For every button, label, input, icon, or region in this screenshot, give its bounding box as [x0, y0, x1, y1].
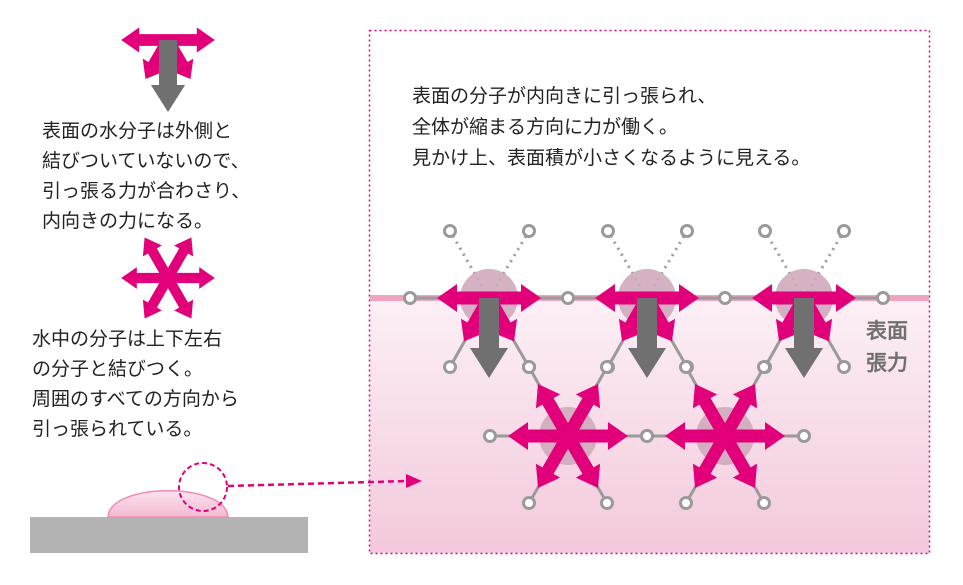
bond-node [600, 496, 614, 510]
bond-node [680, 224, 694, 238]
force-arrow-left [752, 284, 804, 312]
broken-bond-dotted [448, 230, 491, 299]
bond-node [640, 429, 654, 443]
force-arrows [121, 27, 856, 488]
force-arrow [562, 384, 601, 440]
force-arrow-right [804, 284, 856, 312]
bond-node [679, 496, 693, 510]
bond-node [522, 360, 536, 374]
zoom-pointer-arrowhead [406, 474, 422, 488]
force-arrow [719, 384, 758, 440]
surface-caption-line-3: 引っ張る力が合わさり、 [42, 180, 250, 202]
force-arrow [121, 267, 168, 289]
force-arrow [508, 422, 568, 450]
surface-caption-line-2: 結びついていないので、 [42, 150, 250, 172]
force-arrow [535, 384, 574, 440]
right-caption-line-2: 全体が縮まる方向に力が働く。 [412, 116, 678, 138]
bond-node [522, 224, 536, 238]
bond-node [876, 291, 890, 305]
water-droplet [107, 490, 229, 518]
bond-node [600, 360, 614, 374]
zoom-panel-border [368, 29, 931, 555]
force-arrow [719, 432, 758, 488]
surface-tension-label-1: 表面 [866, 319, 908, 343]
right-caption-line-1: 表面の分子が内向きに引っ張られ、 [412, 85, 716, 107]
bond-nodes [403, 224, 890, 510]
force-arrow [163, 237, 194, 281]
force-arrow-left [121, 27, 168, 53]
force-arrow-right [489, 284, 541, 312]
bond-node [522, 496, 536, 510]
bulk-caption-line-1: 水中の分子は上下左右 [32, 328, 222, 350]
force-arrow [692, 432, 731, 488]
bond-node [679, 360, 693, 374]
surface-caption-line-1: 表面の水分子は外側と [42, 120, 232, 142]
force-arrow-right [168, 27, 215, 53]
force-arrow [142, 275, 173, 319]
force-arrow-left [437, 284, 489, 312]
bond-node [483, 429, 497, 443]
bulk-caption-line-2: の分子と結びつく。 [32, 358, 203, 380]
force-arrow [168, 267, 215, 289]
broken-bond-dotted [763, 230, 806, 299]
bond-node [718, 291, 732, 305]
surface-tension-label-2: 張力 [866, 351, 908, 375]
force-arrow [692, 384, 731, 440]
bond-node [403, 291, 417, 305]
bond-node [601, 224, 615, 238]
bond-node [797, 429, 811, 443]
force-arrow [163, 275, 194, 319]
bond-node [561, 291, 575, 305]
bond-node [837, 360, 851, 374]
right-caption-line-3: 見かけ上、表面積が小さくなるように見える。 [412, 147, 810, 169]
bond-node [443, 360, 457, 374]
force-arrow [725, 422, 785, 450]
force-arrow [665, 422, 725, 450]
substrate-plate [30, 517, 308, 553]
force-arrow-left [595, 284, 647, 312]
bond-node [757, 496, 771, 510]
inward-force-arrow [150, 40, 186, 112]
zoom-pointer-line [227, 479, 409, 488]
force-arrow [562, 432, 601, 488]
surface-caption-line-4: 内向きの力になる。 [42, 210, 213, 232]
force-arrow [568, 422, 628, 450]
inward-force-arrow [470, 298, 508, 378]
bond-node [837, 224, 851, 238]
bond-node [757, 360, 771, 374]
bond-node [443, 224, 457, 238]
zoom-circle [178, 462, 228, 512]
bond-node [758, 224, 772, 238]
force-arrow [142, 237, 173, 281]
force-arrow [535, 432, 574, 488]
broken-bond-dotted [606, 230, 649, 299]
inward-force-arrow [628, 298, 666, 378]
inward-force-arrow [785, 298, 823, 378]
bulk-caption-line-3: 周囲のすべての方向から [32, 388, 239, 410]
force-arrow-right [647, 284, 699, 312]
bulk-caption-line-4: 引っ張られている。 [32, 418, 202, 440]
